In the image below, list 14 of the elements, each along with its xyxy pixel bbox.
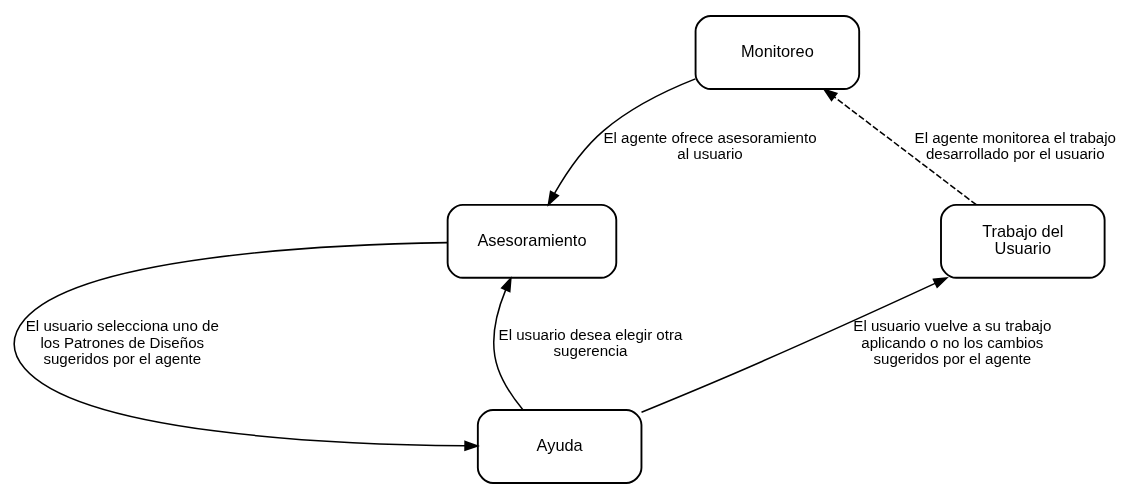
arrow xyxy=(822,87,977,205)
node-box: Asesoramiento xyxy=(446,203,618,279)
arrow xyxy=(640,276,949,413)
node-box: Ayuda xyxy=(476,408,643,484)
edge-label: El agente ofrece asesoramiento al usuario xyxy=(603,128,817,162)
edge-label: El usuario selecciona uno de los Patrones de Diseños sugeridos por el agente xyxy=(25,316,219,367)
edge-label: El usuario vuelve a su trabajo aplicando o no los cambios sugeridos por el agente xyxy=(853,316,1052,367)
arrow xyxy=(13,241,480,451)
edge-label: El agente monitorea el trabajo desarrollado por el usuario xyxy=(914,128,1116,162)
node-box: Trabajo del Usuario xyxy=(940,203,1106,279)
arrow xyxy=(493,275,524,410)
node-box: Monitoreo xyxy=(694,14,861,90)
arrow xyxy=(547,77,697,207)
edge-label: El usuario desea elegir otra sugerencia xyxy=(498,325,683,359)
